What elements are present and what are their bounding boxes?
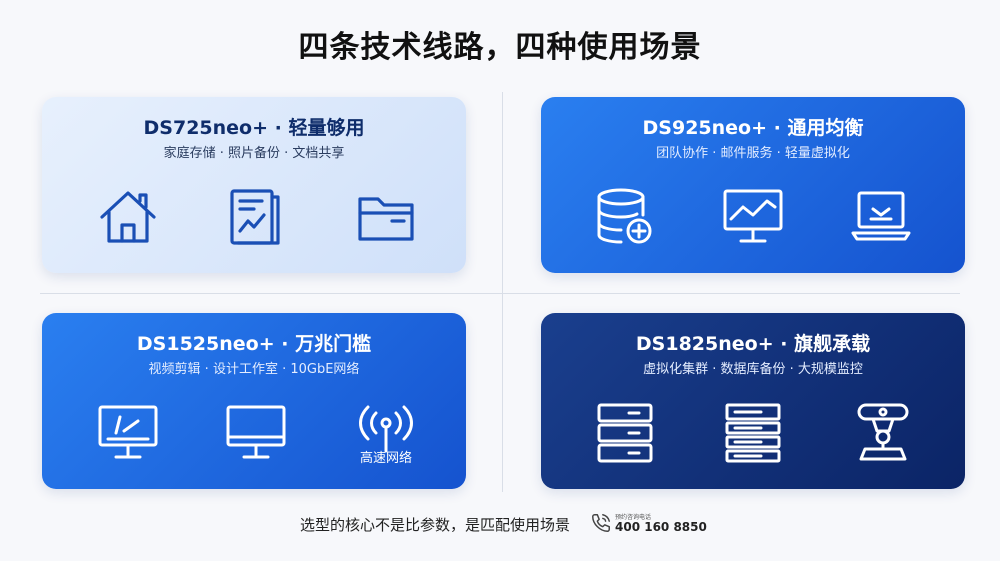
database-add-icon bbox=[593, 185, 657, 249]
monitor-icon bbox=[224, 401, 288, 465]
folder-icon bbox=[354, 185, 418, 249]
document-chart-icon bbox=[224, 185, 288, 249]
horizontal-divider bbox=[40, 293, 960, 294]
card-ds1525neo: DS1525neo+ · 万兆门槛 视频剪辑 · 设计工作室 · 10GbE网络 bbox=[42, 313, 466, 489]
card-title: DS1825neo+ · 旗舰承载 bbox=[635, 333, 871, 355]
server-rack-icon bbox=[721, 401, 785, 465]
card-subtitle: 家庭存储 · 照片备份 · 文档共享 bbox=[163, 146, 345, 161]
card-subtitle: 视频剪辑 · 设计工作室 · 10GbE网络 bbox=[148, 362, 360, 377]
page-title: 四条技术线路，四种使用场景 bbox=[298, 30, 702, 65]
footer-tagline: 选型的核心不是比参数，是匹配使用场景 bbox=[300, 516, 571, 534]
icon-label-high-speed-network: 高速网络 bbox=[359, 451, 412, 466]
server-stack-icon bbox=[593, 401, 657, 465]
wireless-antenna-icon bbox=[354, 397, 418, 461]
card-subtitle: 团队协作 · 邮件服务 · 轻量虚拟化 bbox=[656, 146, 850, 161]
monitor-edit-icon bbox=[96, 401, 160, 465]
monitor-chart-icon bbox=[721, 185, 785, 249]
laptop-download-icon bbox=[849, 185, 913, 249]
card-ds1825neo: DS1825neo+ · 旗舰承载 虚拟化集群 · 数据库备份 · 大规模监控 bbox=[541, 313, 965, 489]
card-ds925neo: DS925neo+ · 通用均衡 团队协作 · 邮件服务 · 轻量虚拟化 bbox=[541, 97, 965, 273]
card-title: DS1525neo+ · 万兆门槛 bbox=[136, 333, 372, 355]
card-subtitle: 虚拟化集群 · 数据库备份 · 大规模监控 bbox=[643, 362, 863, 377]
phone-number[interactable]: 400 160 8850 bbox=[615, 520, 707, 534]
phone-caption: 预约咨询电话 bbox=[615, 514, 652, 521]
card-title: DS925neo+ · 通用均衡 bbox=[642, 117, 864, 139]
vertical-divider bbox=[502, 92, 503, 492]
phone-icon bbox=[590, 512, 612, 534]
card-ds725neo: DS725neo+ · 轻量够用 家庭存储 · 照片备份 · 文档共享 bbox=[42, 97, 466, 273]
card-title: DS725neo+ · 轻量够用 bbox=[143, 117, 365, 139]
house-icon bbox=[96, 185, 160, 249]
surveillance-camera-icon bbox=[851, 401, 915, 465]
